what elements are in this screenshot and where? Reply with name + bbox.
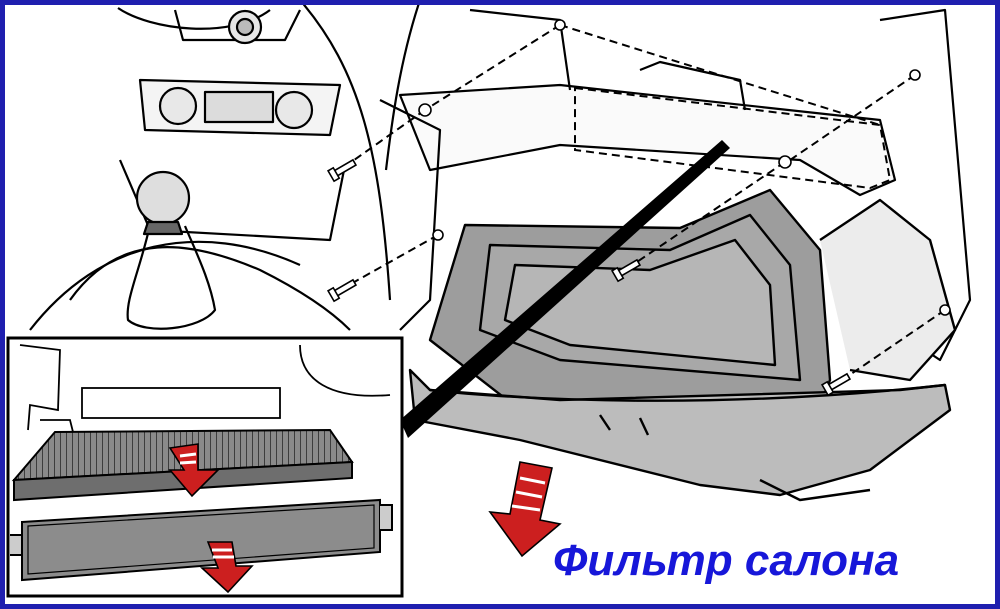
inset-detail-panel [6, 336, 404, 598]
glove-box [408, 188, 957, 502]
screw-icon [326, 19, 951, 397]
diagram-caption: Фильтр салона [553, 536, 900, 585]
down-arrow-icon [168, 443, 562, 594]
callout-leader [400, 140, 730, 438]
dashed-guides [339, 24, 946, 386]
filter-housing-cover [10, 498, 393, 582]
glovebox-removal-diagram [6, 5, 972, 598]
